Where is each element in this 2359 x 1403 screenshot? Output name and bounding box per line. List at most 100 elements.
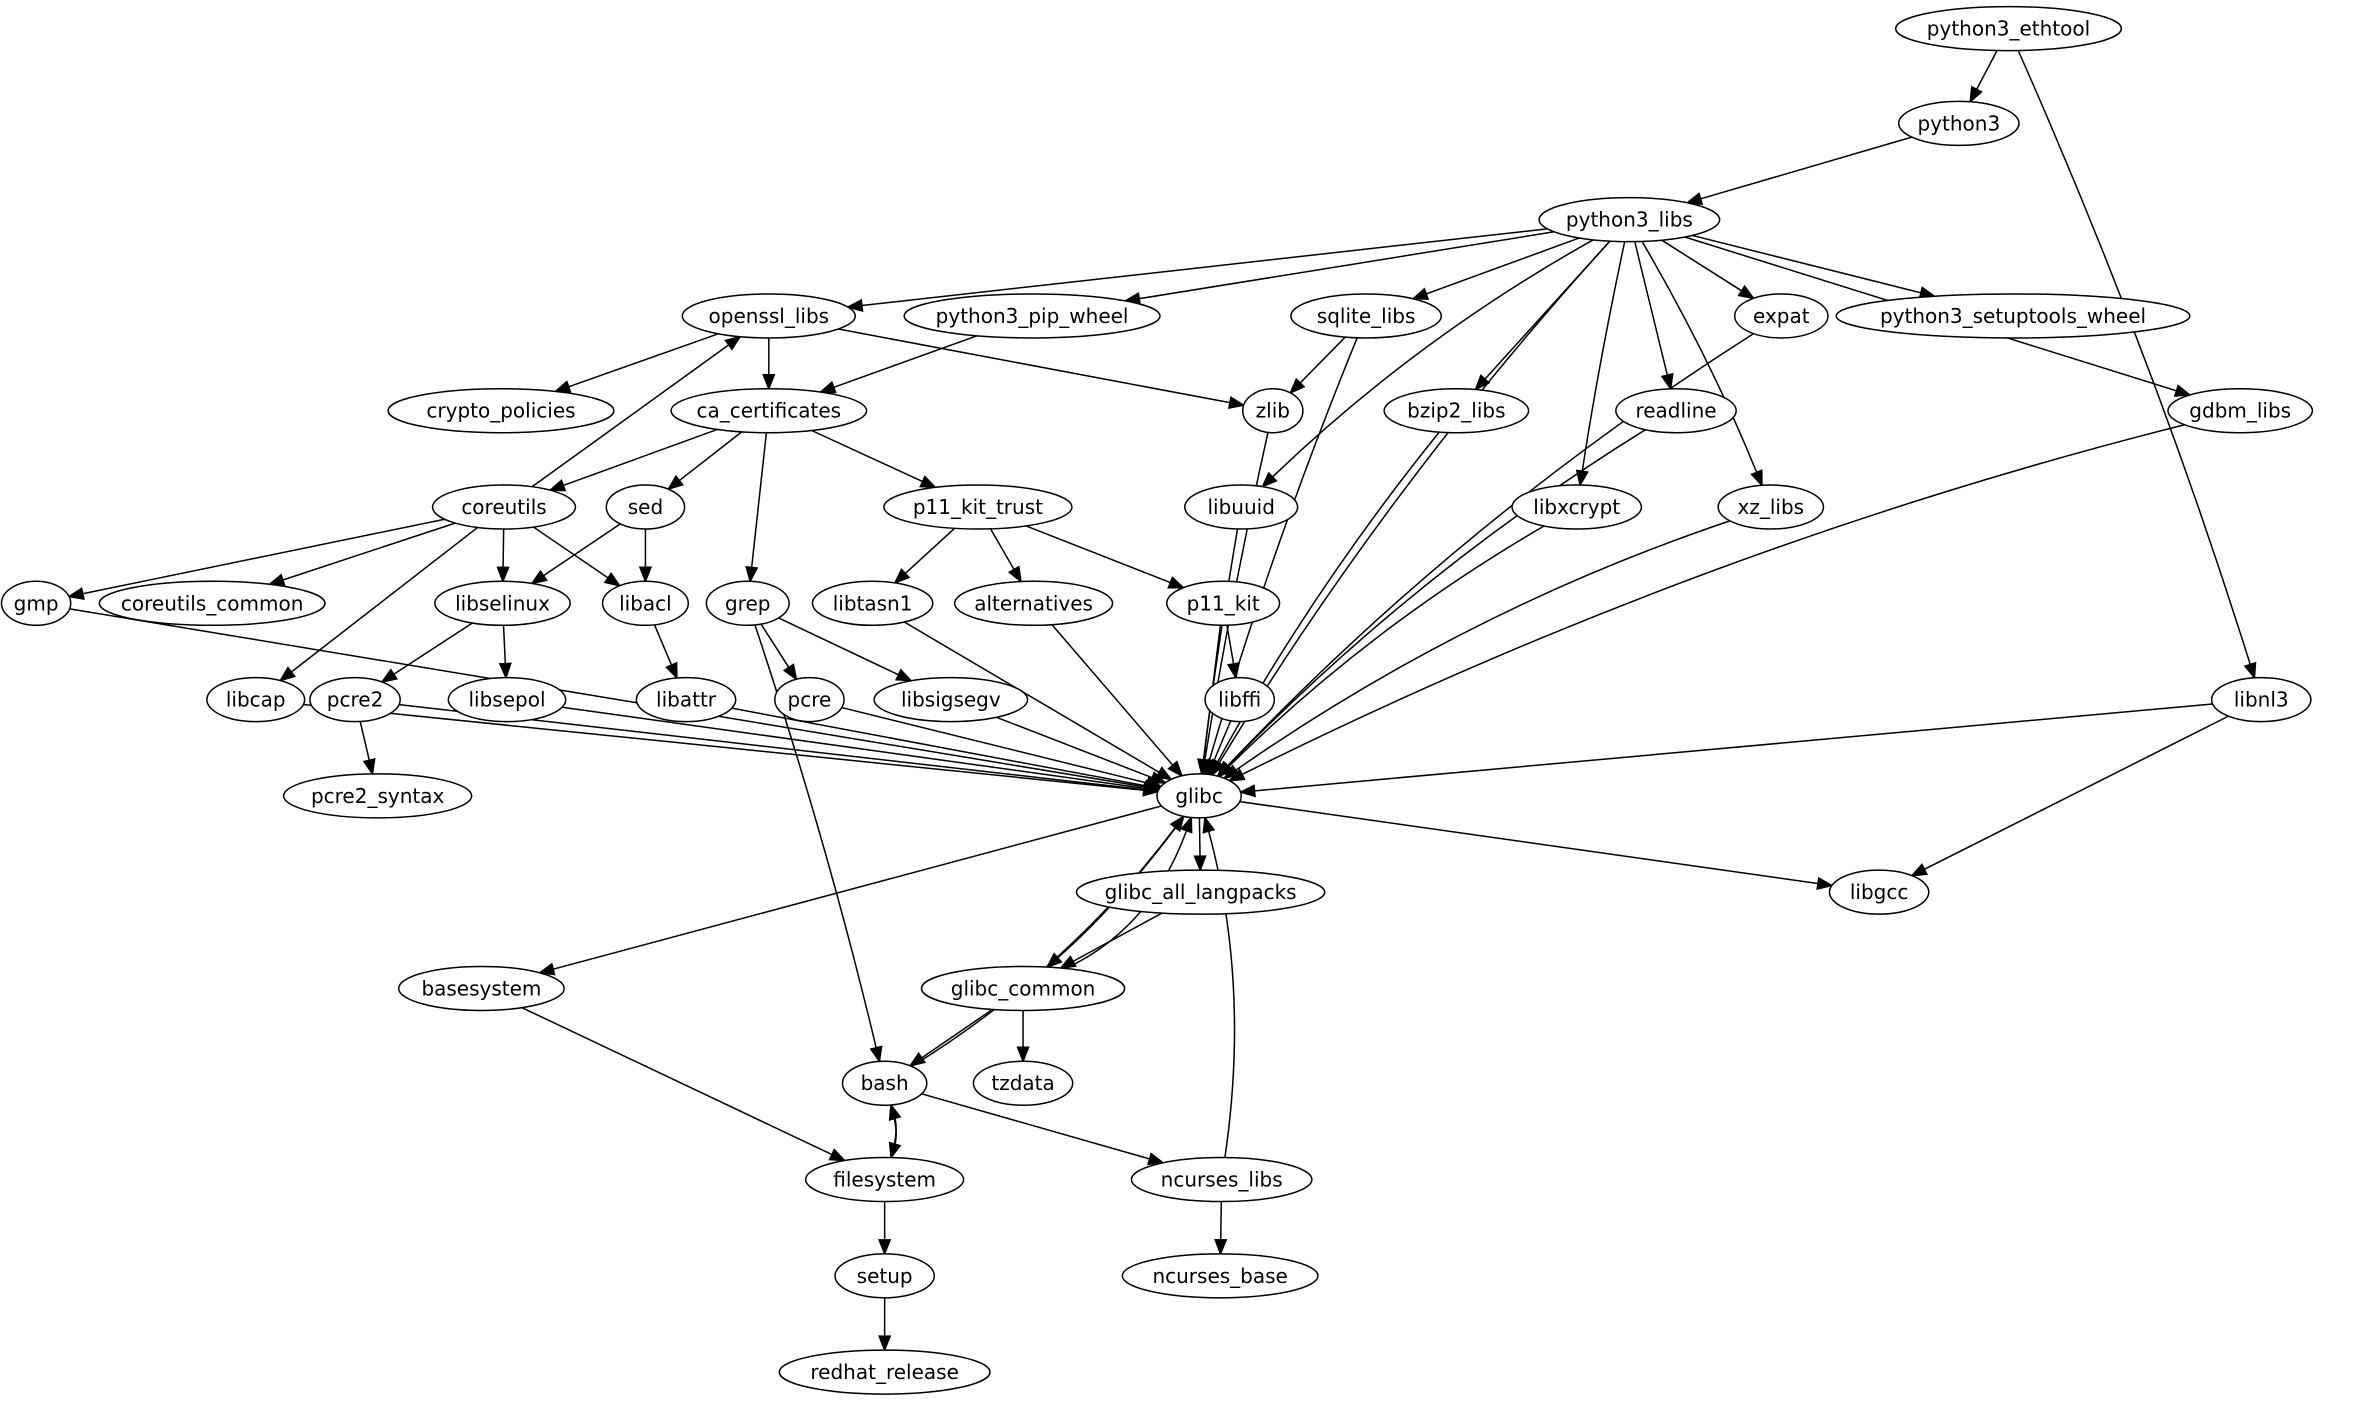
edge-p11_kit-to-libffi xyxy=(1226,625,1240,680)
node-label: ca_certificates xyxy=(697,399,842,423)
node-gdbm_libs[interactable]: gdbm_libs xyxy=(2167,387,2314,434)
node-libgcc[interactable]: libgcc xyxy=(1828,869,1930,915)
node-python3_libs[interactable]: python3_libs xyxy=(1538,196,1721,243)
arrowhead-icon xyxy=(638,566,653,584)
node-pcre[interactable]: pcre xyxy=(774,676,845,723)
node-redhat_release[interactable]: redhat_release xyxy=(778,1349,991,1395)
edge-line xyxy=(1065,830,1188,970)
node-ncurses_base[interactable]: ncurses_base xyxy=(1121,1253,1319,1299)
edge-openssl_libs-to-ca_certificates xyxy=(762,337,776,391)
node-python3_setuptools_wheel[interactable]: python3_setuptools_wheel xyxy=(1835,293,2191,339)
node-ellipse xyxy=(1290,293,1443,339)
node-glibc[interactable]: glibc xyxy=(1156,773,1242,819)
node-libsepol[interactable]: libsepol xyxy=(447,676,567,723)
edge-line xyxy=(568,333,719,388)
node-coreutils[interactable]: coreutils xyxy=(431,484,577,530)
node-pcre2[interactable]: pcre2 xyxy=(309,676,401,723)
node-p11_kit[interactable]: p11_kit xyxy=(1165,580,1281,627)
node-glibc_all_langpacks[interactable]: glibc_all_langpacks xyxy=(1075,869,1326,915)
edge-line xyxy=(1661,239,1743,292)
node-sqlite_libs[interactable]: sqlite_libs xyxy=(1290,293,1443,339)
arrowhead-icon xyxy=(553,380,572,393)
edge-line xyxy=(904,527,956,574)
node-ca_certificates[interactable]: ca_certificates xyxy=(670,387,868,434)
arrowhead-icon xyxy=(845,298,864,313)
node-expat[interactable]: expat xyxy=(1733,293,1829,339)
edge-bash-to-ncurses_libs xyxy=(921,1093,1166,1166)
node-readline[interactable]: readline xyxy=(1615,387,1737,434)
edge-coreutils-to-gmp xyxy=(67,518,445,601)
node-xz_libs[interactable]: xz_libs xyxy=(1717,484,1825,530)
node-zlib[interactable]: zlib xyxy=(1241,387,1304,434)
node-label: openssl_libs xyxy=(709,304,830,328)
edge-line xyxy=(531,344,730,488)
node-python3[interactable]: python3 xyxy=(1897,100,2020,147)
node-ellipse xyxy=(873,676,1029,723)
node-tzdata[interactable]: tzdata xyxy=(972,1060,1074,1106)
node-filesystem[interactable]: filesystem xyxy=(804,1156,965,1203)
node-ellipse xyxy=(309,676,401,723)
edge-python3_libs-to-libuuid xyxy=(1260,239,1594,489)
arrowhead-icon xyxy=(1750,469,1763,488)
edge-python3_libs-to-readline xyxy=(1634,241,1674,391)
node-libacl[interactable]: libacl xyxy=(601,580,690,627)
edge-line xyxy=(303,703,1144,791)
node-label: gmp xyxy=(14,591,59,615)
node-glibc_common[interactable]: glibc_common xyxy=(920,965,1126,1012)
node-p11_kit_trust[interactable]: p11_kit_trust xyxy=(883,484,1073,530)
edge-line xyxy=(1641,241,1758,473)
edge-line xyxy=(921,1008,993,1059)
node-alternatives[interactable]: alternatives xyxy=(953,580,1114,627)
edge-line xyxy=(1239,800,1819,885)
arrowhead-icon xyxy=(1685,192,1704,205)
node-ellipse xyxy=(1075,869,1326,915)
node-sed[interactable]: sed xyxy=(605,484,686,530)
node-ellipse xyxy=(431,484,577,530)
edge-line xyxy=(833,335,978,389)
node-grep[interactable]: grep xyxy=(705,580,790,627)
arrowhead-icon xyxy=(1198,758,1212,776)
node-libsigsegv[interactable]: libsigsegv xyxy=(873,676,1029,723)
node-libattr[interactable]: libattr xyxy=(635,676,737,723)
node-openssl_libs[interactable]: openssl_libs xyxy=(681,293,857,339)
node-label: ncurses_libs xyxy=(1161,1168,1283,1192)
node-ellipse xyxy=(1156,773,1242,819)
node-label: redhat_release xyxy=(810,1360,959,1384)
node-python3_ethtool[interactable]: python3_ethtool xyxy=(1894,5,2123,52)
edge-line xyxy=(1254,703,2213,792)
node-libselinux[interactable]: libselinux xyxy=(434,580,571,627)
node-libcap[interactable]: libcap xyxy=(206,676,306,723)
node-gmp[interactable]: gmp xyxy=(0,580,72,627)
node-pcre2_syntax[interactable]: pcre2_syntax xyxy=(282,773,473,819)
nodes-layer: python3_ethtool python3 python3_libsopenss… xyxy=(0,5,2314,1395)
node-crypto_policies[interactable]: crypto_policies xyxy=(387,387,615,434)
node-label: bash xyxy=(861,1071,909,1095)
node-coreutils_common[interactable]: coreutils_common xyxy=(98,580,326,627)
node-ellipse xyxy=(434,580,571,627)
node-libxcrypt[interactable]: libxcrypt xyxy=(1511,484,1643,530)
node-python3_pip_wheel[interactable]: python3_pip_wheel xyxy=(903,293,1161,339)
edge-line xyxy=(1272,239,1594,478)
node-libnl3[interactable]: libnl3 xyxy=(2210,676,2312,723)
node-ellipse xyxy=(1897,100,2020,147)
edge-ca_certificates-to-sed xyxy=(666,431,743,491)
node-label: libgcc xyxy=(1850,880,1909,904)
node-setup[interactable]: setup xyxy=(834,1253,936,1299)
edge-gdbm_libs-to-glibc xyxy=(1227,424,2185,782)
node-ncurses_libs[interactable]: ncurses_libs xyxy=(1130,1156,1313,1203)
arrowhead-icon xyxy=(1227,768,1246,782)
arrowhead-icon xyxy=(603,571,622,587)
node-libtasn1[interactable]: libtasn1 xyxy=(811,580,934,627)
node-ellipse xyxy=(605,484,686,530)
node-bash[interactable]: bash xyxy=(841,1060,928,1106)
arrowhead-icon xyxy=(1202,815,1216,834)
arrowhead-icon xyxy=(665,661,678,680)
node-bzip2_libs[interactable]: bzip2_libs xyxy=(1383,387,1530,434)
node-libffi[interactable]: libffi xyxy=(1204,676,1276,723)
arrowhead-icon xyxy=(666,474,684,491)
node-ellipse xyxy=(2210,676,2312,723)
node-libuuid[interactable]: libuuid xyxy=(1184,484,1299,530)
edge-line xyxy=(731,707,1146,787)
node-basesystem[interactable]: basesystem xyxy=(397,965,565,1012)
